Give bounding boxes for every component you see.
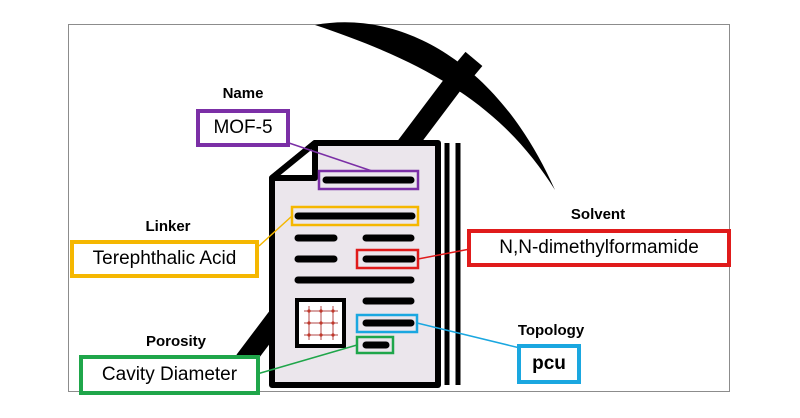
porosity-leader xyxy=(256,344,358,375)
name-heading: Name xyxy=(222,85,264,102)
solvent-value: N,N-dimethylformamide xyxy=(499,237,699,258)
name-leader xyxy=(285,141,373,172)
name-value: MOF-5 xyxy=(213,117,273,138)
linker-leader xyxy=(258,215,293,247)
linker-box: Terephthalic Acid xyxy=(70,240,259,278)
solvent-heading: Solvent xyxy=(570,206,626,223)
crystal-structure-icon xyxy=(295,298,346,348)
topology-value: pcu xyxy=(532,353,566,374)
name-box: MOF-5 xyxy=(196,109,290,147)
linker-value: Terephthalic Acid xyxy=(92,248,237,269)
topology-leader xyxy=(416,322,521,349)
solvent-leader xyxy=(417,248,471,260)
porosity-heading: Porosity xyxy=(145,333,207,350)
leader-lines xyxy=(256,141,521,375)
topology-box: pcu xyxy=(517,344,581,384)
topology-heading: Topology xyxy=(517,322,585,339)
document-text-lines xyxy=(294,176,416,349)
name-highlight xyxy=(317,169,420,191)
porosity-value: Cavity Diameter xyxy=(101,364,238,385)
linker-heading: Linker xyxy=(145,218,191,235)
solvent-box: N,N-dimethylformamide xyxy=(467,229,731,267)
porosity-box: Cavity Diameter xyxy=(79,355,260,395)
